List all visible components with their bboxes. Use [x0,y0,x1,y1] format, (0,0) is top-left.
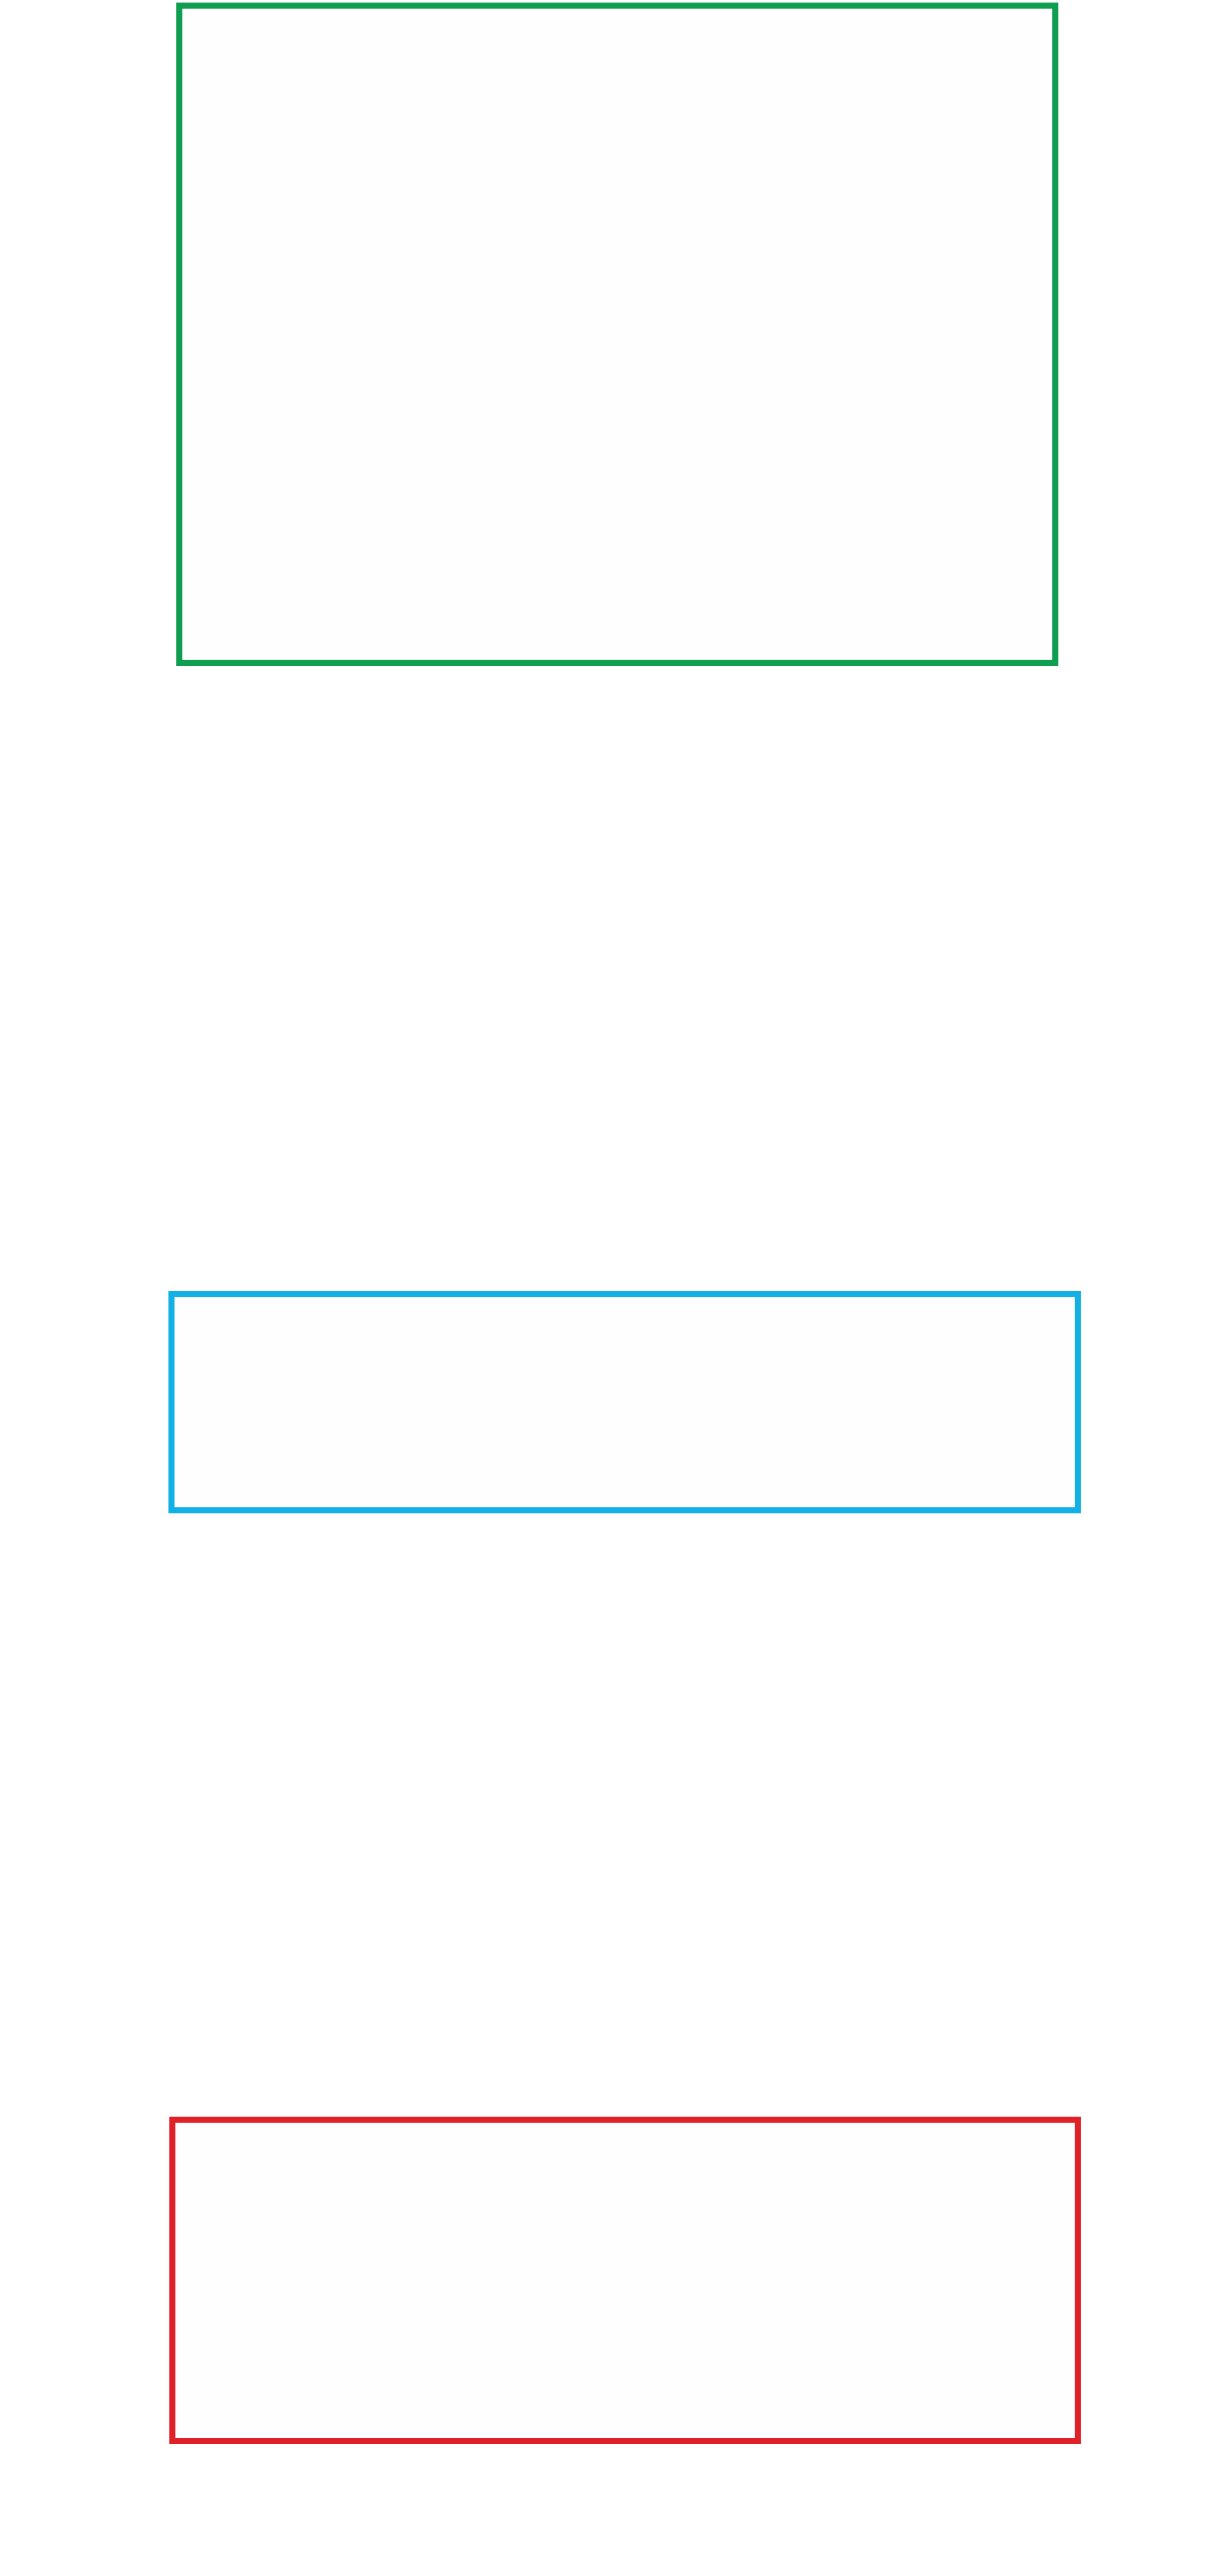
green-outline-box [176,3,1058,666]
red-outline-box [169,2117,1081,2444]
blue-outline-box [168,1291,1081,1513]
